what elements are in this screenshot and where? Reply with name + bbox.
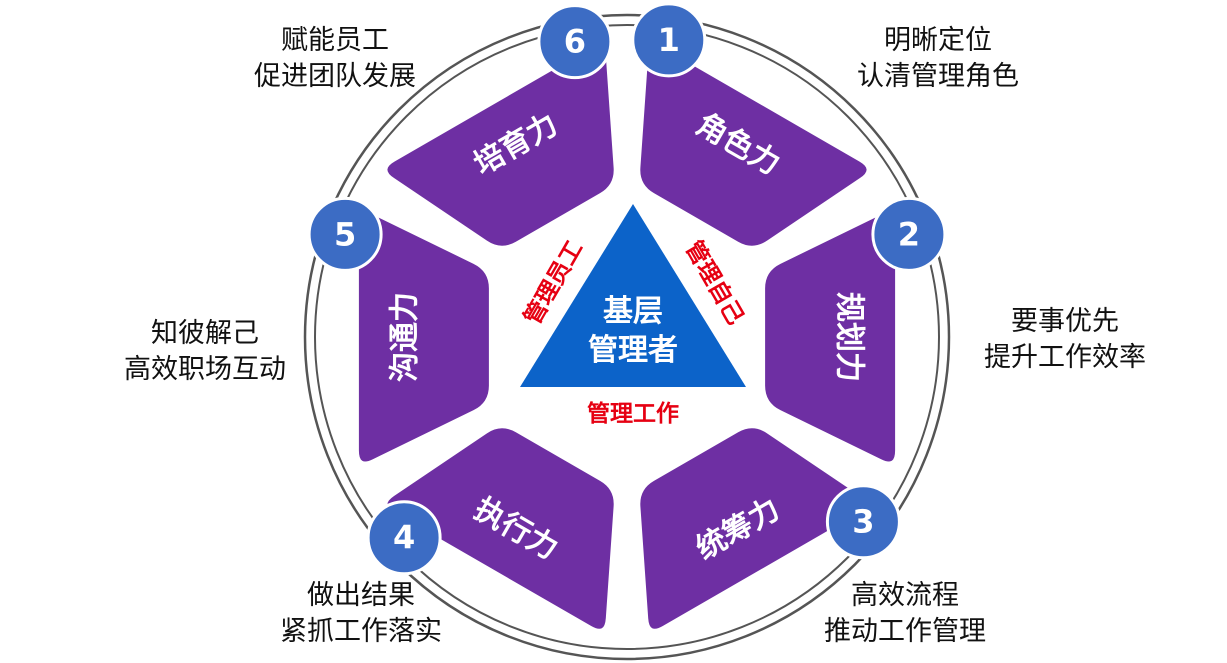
segment-2 — [762, 209, 899, 465]
note-3-line2: 推动工作管理 — [824, 616, 986, 647]
badges-layer: 1 2 3 4 5 6 — [307, 2, 947, 576]
note-4: 做出结果 紧抓工作落实 — [256, 578, 466, 650]
note-2-line2: 提升工作效率 — [984, 342, 1146, 373]
badge-2-number: 2 — [898, 215, 920, 253]
note-4-line1: 做出结果 — [307, 580, 415, 611]
segment-5-label: 沟通力 — [388, 292, 423, 382]
center-title-line2: 管理者 — [588, 333, 678, 368]
inner-ring — [314, 24, 940, 650]
note-5: 知彼解己 高效职场互动 — [100, 316, 310, 388]
segment-1 — [637, 42, 870, 249]
note-1-line1: 明晰定位 — [884, 25, 992, 56]
segment-2-label: 规划力 — [832, 292, 867, 382]
note-2: 要事优先 提升工作效率 — [960, 304, 1170, 376]
note-1-line2: 认清管理角色 — [857, 61, 1019, 92]
note-1: 明晰定位 认清管理角色 — [828, 23, 1048, 95]
badge-1 — [631, 2, 707, 78]
note-5-line1: 知彼解己 — [151, 318, 259, 349]
badge-6-number: 6 — [564, 23, 586, 61]
note-3: 高效流程 推动工作管理 — [800, 578, 1010, 650]
outer-ring — [303, 13, 951, 661]
note-6-line2: 促进团队发展 — [254, 61, 416, 92]
note-5-line2: 高效职场互动 — [124, 354, 286, 385]
badge-4-number: 4 — [393, 519, 415, 557]
center-triangle — [520, 204, 746, 387]
badge-5-number: 5 — [334, 215, 356, 253]
badge-4 — [366, 500, 442, 576]
badge-3-number: 3 — [852, 503, 874, 541]
note-3-line1: 高效流程 — [851, 580, 959, 611]
badge-1-number: 1 — [658, 21, 680, 59]
segment-3 — [637, 425, 870, 632]
note-6-line1: 赋能员工 — [281, 25, 389, 56]
note-4-line2: 紧抓工作落实 — [280, 616, 442, 647]
badge-6 — [537, 4, 613, 80]
note-6: 赋能员工 促进团队发展 — [230, 23, 440, 95]
note-2-line1: 要事优先 — [1011, 306, 1119, 337]
badge-2 — [871, 196, 947, 272]
badge-5 — [307, 196, 383, 272]
center-title-line1: 基层 — [603, 294, 663, 329]
badge-3 — [825, 484, 901, 560]
triangle-label-bottom: 管理工作 — [587, 400, 679, 427]
